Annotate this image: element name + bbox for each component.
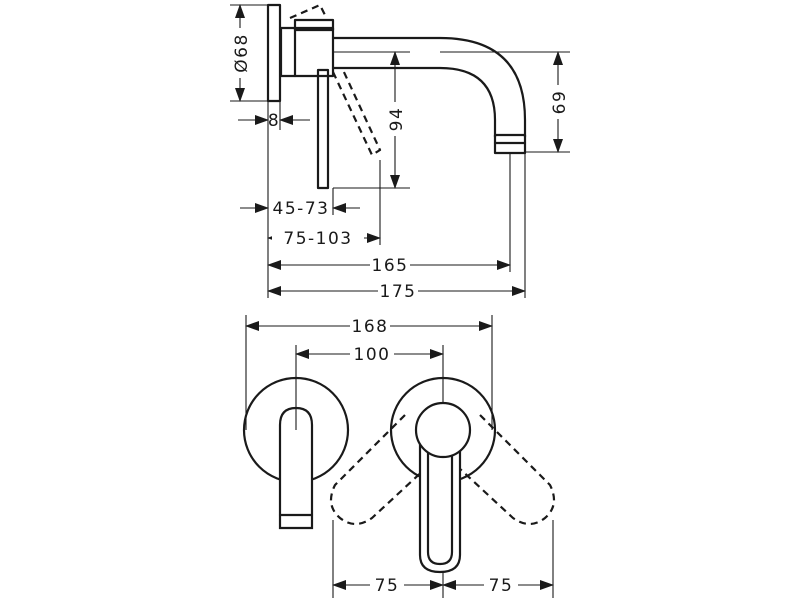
lever-front-left-dashed bbox=[329, 414, 441, 526]
lever-alt-swing bbox=[332, 69, 382, 157]
dim-45-73: 45-73 bbox=[273, 199, 330, 219]
collar bbox=[293, 18, 335, 32]
lever-front bbox=[418, 438, 462, 574]
spout bbox=[331, 36, 527, 139]
dim-75-left: 75 bbox=[375, 576, 400, 596]
dim-8: 8 bbox=[268, 111, 280, 131]
dim-100: 100 bbox=[354, 345, 391, 365]
lever-front-right-dashed bbox=[444, 414, 556, 526]
spout-front bbox=[278, 406, 314, 530]
lever-alt-up bbox=[289, 3, 326, 20]
dim-165: 165 bbox=[372, 256, 409, 276]
valve-body bbox=[279, 26, 335, 78]
dim-94: 94 bbox=[387, 107, 407, 132]
side-view: Ø68 8 94 69 45-73 75-103 bbox=[230, 3, 570, 302]
wall-plate bbox=[266, 3, 282, 103]
dim-75-103: 75-103 bbox=[283, 229, 352, 249]
dim-175: 175 bbox=[380, 282, 417, 302]
lever-handle bbox=[316, 68, 330, 190]
dim-75-right: 75 bbox=[489, 576, 514, 596]
dim-diameter-68: Ø68 bbox=[232, 33, 252, 73]
cartridge-knob bbox=[414, 401, 472, 459]
dim-69: 69 bbox=[550, 90, 570, 115]
dim-168: 168 bbox=[352, 317, 389, 337]
front-view: 168 100 75 75 bbox=[242, 315, 556, 598]
